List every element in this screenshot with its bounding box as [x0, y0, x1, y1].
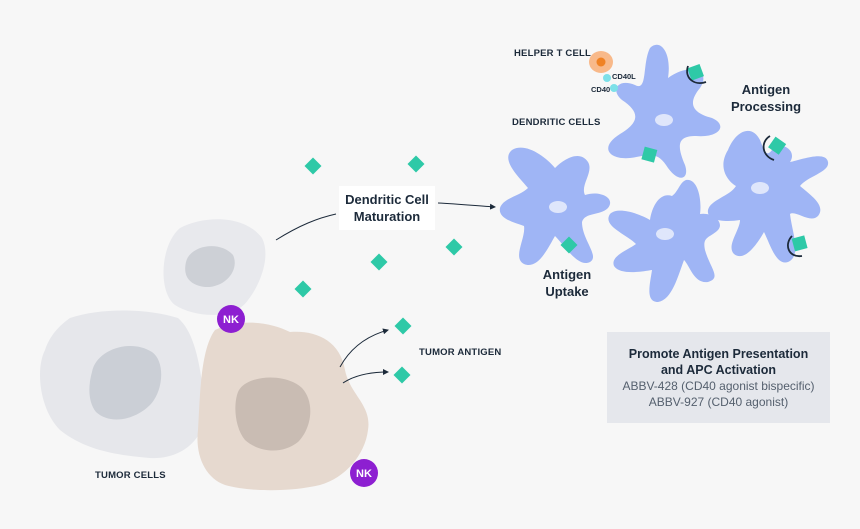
antigen-square [791, 235, 808, 252]
cd40-receptor [610, 84, 618, 92]
antigen-group [294, 63, 808, 384]
nk-label: NK [223, 314, 239, 326]
antigen-square [768, 136, 787, 155]
promo-title-line-1: Promote Antigen Presentation [628, 346, 809, 361]
nk-cell-top: NK [217, 305, 245, 333]
mhc-receptor [787, 235, 803, 257]
nk-cell-bottom: NK [350, 459, 378, 487]
antigen-diamond [407, 155, 425, 173]
cd40l-label: CD40L [612, 72, 636, 81]
helper-t-cell-label: HELPER T CELL [514, 48, 592, 59]
antigen-diamond [394, 317, 412, 335]
mhc-receptor [762, 135, 775, 161]
antigen-square [687, 63, 704, 81]
maturation-line-1: Dendritic Cell [345, 192, 429, 207]
nk-label: NK [356, 468, 372, 480]
mhc-receptors [686, 65, 803, 257]
antigen-uptake-line-2: Uptake [545, 284, 589, 299]
maturation-line-2: Maturation [353, 209, 421, 224]
dendritic-cells-label: DENDRITIC CELLS [512, 117, 601, 128]
antigen-processing-line-2: Processing [730, 99, 802, 114]
dendritic-cell-top [608, 44, 721, 178]
dendritic-cell-left [499, 147, 611, 266]
arrow-to-antigen-upper [339, 328, 389, 368]
tumor-cells-label: TUMOR CELLS [95, 470, 166, 481]
antigen-square [641, 146, 658, 163]
helper-t-cell [589, 51, 618, 92]
arrow-to-antigen-lower [342, 369, 389, 384]
antigen-diamond [370, 253, 388, 271]
arrows [275, 202, 496, 384]
arrow-to-maturation [275, 213, 337, 241]
antigen-diamond [393, 366, 411, 384]
antigen-diamond [445, 238, 463, 256]
promote-antigen-presentation-box: Promote Antigen Presentation and APC Act… [607, 332, 830, 423]
antigen-processing-line-1: Antigen [741, 82, 791, 97]
promo-drug-1: ABBV-428 (CD40 agonist bispecific) [622, 378, 815, 393]
maturation-box: Dendritic Cell Maturation [339, 186, 435, 230]
tumor-cell-left [40, 310, 206, 459]
antigen-diamond [294, 280, 312, 298]
tumor-cell-front [197, 322, 369, 491]
cd40l-receptor [603, 74, 611, 82]
dendritic-cell-bottom [608, 179, 720, 302]
cd40-label: CD40 [591, 85, 611, 94]
antigen-diamond [560, 236, 578, 254]
mhc-receptor [686, 65, 707, 84]
tumor-antigen-label: TUMOR ANTIGEN [419, 347, 502, 358]
antigen-uptake-line-1: Antigen [542, 267, 592, 282]
arrow-to-dendritic-cells [437, 202, 496, 210]
dendritic-cell-right [707, 130, 829, 263]
antigen-processing-label: Antigen Processing [724, 81, 808, 115]
tumor-cell-back [163, 219, 266, 315]
antigen-uptake-label: Antigen Uptake [533, 266, 601, 300]
antigen-diamond [304, 157, 322, 175]
promo-title-line-2: and APC Activation [660, 362, 777, 377]
promo-drug-2: ABBV-927 (CD40 agonist) [648, 394, 789, 409]
